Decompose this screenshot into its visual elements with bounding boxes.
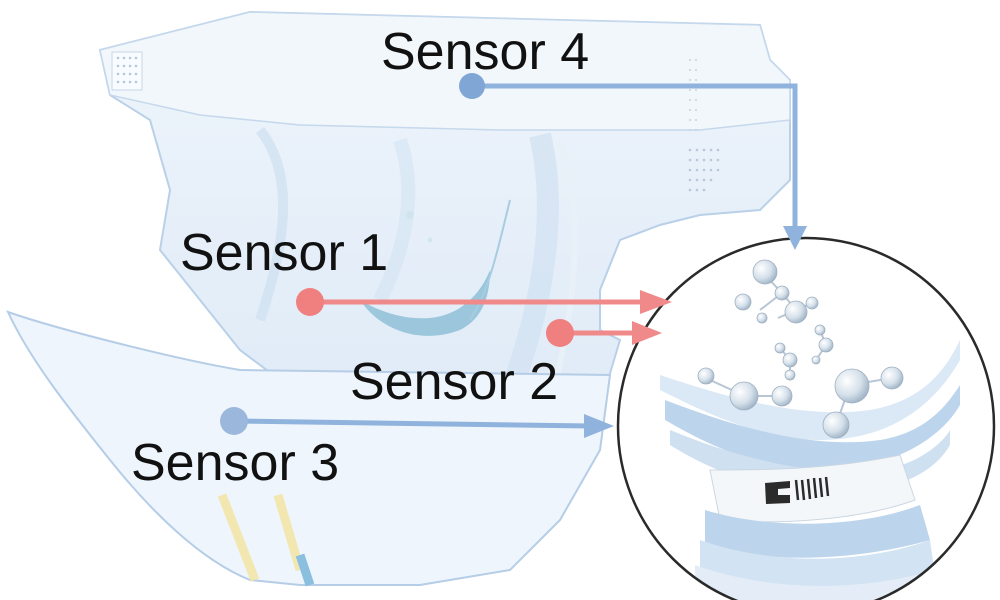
sensor-3-dot	[220, 407, 248, 435]
sensor-2-connector	[546, 319, 662, 347]
sensor-4-label: Sensor 4	[381, 23, 590, 81]
sensor-3-label: Sensor 3	[131, 434, 340, 492]
sensor-4-dot	[459, 73, 485, 99]
sensor-1-dot	[296, 288, 324, 316]
sensor-1-connector	[296, 288, 672, 316]
sensor-1-label: Sensor 1	[180, 224, 389, 282]
diaper-body	[98, 10, 791, 512]
diaper-front-flap	[6, 310, 612, 586]
sensor-4-connector	[459, 73, 807, 250]
water-splash-graphic	[360, 199, 511, 336]
sensor-2-dot	[546, 319, 574, 347]
inset-circle-border	[616, 236, 996, 600]
sensor-2-label: Sensor 2	[350, 353, 559, 411]
sensor-3-connector	[220, 407, 614, 438]
sensor-circuit-icon	[765, 476, 830, 504]
magnified-layers-inset	[616, 236, 996, 600]
